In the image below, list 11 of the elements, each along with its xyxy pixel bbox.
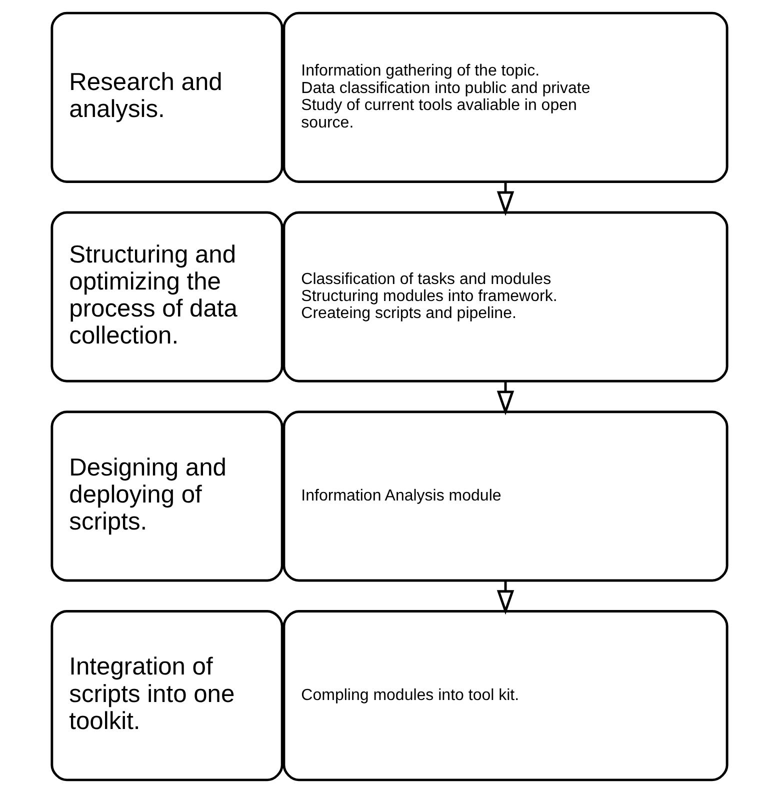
arrow bbox=[496, 580, 514, 615]
node-box: Compling modules into tool kit. bbox=[282, 610, 728, 782]
node-box: Integration of scripts into one toolkit. bbox=[50, 610, 284, 782]
node-box: Designing and deploying of scripts. bbox=[50, 410, 284, 582]
arrow bbox=[496, 382, 514, 416]
node-box: Research and analysis. bbox=[50, 12, 284, 183]
arrow bbox=[496, 182, 514, 216]
node-box: Information gathering of the topic. Data classification into public and private Study of current tools avaliable in open source. bbox=[282, 12, 728, 183]
node-box: Structuring and optimizing the process of data collection. bbox=[50, 211, 284, 382]
node-box: Classification of tasks and modules Structuring modules into framework. Createing scripts and pipeline. bbox=[282, 211, 728, 382]
node-box: Information Analysis module bbox=[282, 410, 728, 582]
